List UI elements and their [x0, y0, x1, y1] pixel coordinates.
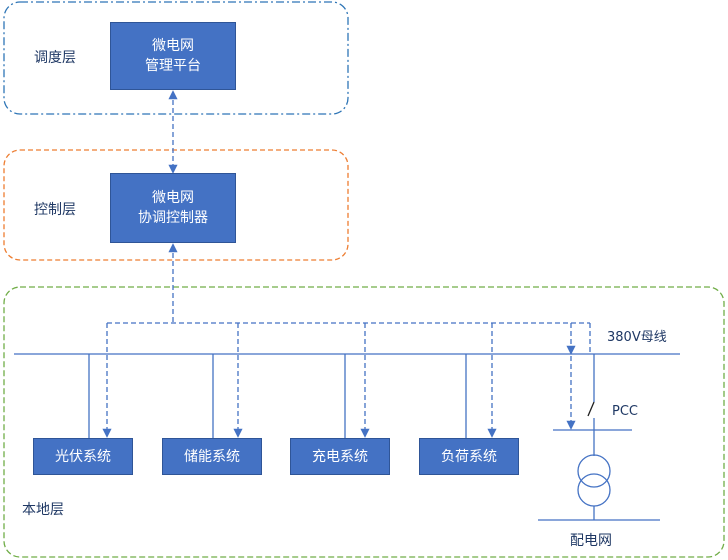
management-platform-line2: 管理平台 [145, 58, 201, 74]
subsystem-charging-box: 充电系统 [290, 438, 390, 475]
subsystem-storage-box: 储能系统 [162, 438, 262, 475]
management-platform-box: 微电网 管理平台 [110, 22, 236, 90]
subsystem-pv-box: 光伏系统 [33, 438, 133, 475]
subsystem-load-box: 负荷系统 [419, 438, 519, 475]
local-layer-frame [3, 286, 725, 558]
transformer-icon-lower [577, 473, 611, 507]
management-platform-line1: 微电网 [152, 38, 194, 54]
pcc-switch-icon [587, 401, 595, 417]
control-layer-label: 控制层 [34, 202, 76, 218]
distribution-grid-label: 配电网 [570, 533, 612, 549]
bus-380v-label: 380V母线 [607, 330, 667, 345]
coordinated-controller-box: 微电网 协调控制器 [110, 173, 236, 243]
coordinated-controller-line2: 协调控制器 [138, 210, 208, 226]
local-layer-label: 本地层 [22, 502, 64, 518]
pcc-label: PCC [612, 404, 638, 419]
coordinated-controller-line1: 微电网 [152, 190, 194, 206]
dispatch-layer-label: 调度层 [34, 50, 76, 66]
transformer-icon-upper [577, 454, 611, 488]
